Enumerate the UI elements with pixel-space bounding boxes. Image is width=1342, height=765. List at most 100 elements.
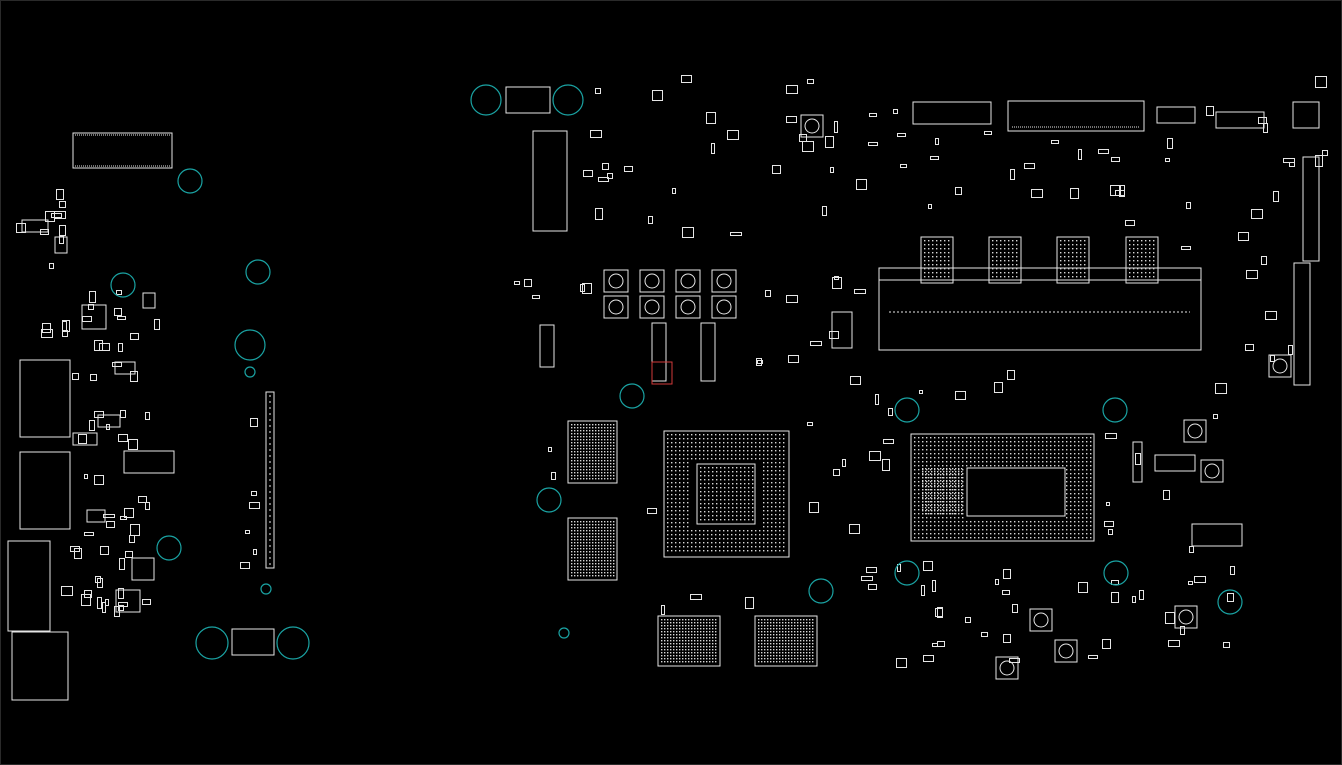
smd-component[interactable] <box>995 579 999 585</box>
smd-component[interactable] <box>72 373 79 380</box>
smd-component[interactable] <box>928 204 932 209</box>
smd-component[interactable] <box>994 382 1003 393</box>
smd-component[interactable] <box>105 599 109 606</box>
smd-component[interactable] <box>921 585 925 596</box>
smd-component[interactable] <box>245 530 250 534</box>
smd-component[interactable] <box>955 187 962 195</box>
smd-component[interactable] <box>145 412 150 420</box>
smd-component[interactable] <box>690 594 702 600</box>
smd-component[interactable] <box>1189 546 1194 553</box>
smd-component[interactable] <box>875 394 879 405</box>
smd-component[interactable] <box>711 143 715 154</box>
smd-component[interactable] <box>1135 453 1141 465</box>
smd-component[interactable] <box>1168 640 1180 647</box>
smd-component[interactable] <box>142 599 151 605</box>
smd-component[interactable] <box>1132 596 1136 603</box>
smd-component[interactable] <box>786 85 798 94</box>
smd-component[interactable] <box>1181 246 1191 250</box>
smd-component[interactable] <box>130 371 138 382</box>
smd-component[interactable] <box>1230 566 1235 575</box>
usb-port-2[interactable] <box>19 451 71 530</box>
inductor[interactable] <box>1268 354 1292 378</box>
smd-component[interactable] <box>84 474 88 479</box>
smd-component[interactable] <box>932 643 938 647</box>
smd-component[interactable] <box>1263 123 1268 133</box>
smd-component[interactable] <box>106 521 115 528</box>
smd-component[interactable] <box>1078 149 1082 160</box>
smd-component[interactable] <box>100 546 109 555</box>
inductor[interactable] <box>603 295 629 319</box>
smd-component[interactable] <box>923 561 933 571</box>
smd-component[interactable] <box>830 167 834 173</box>
smd-component[interactable] <box>124 508 134 518</box>
vram-chip-3[interactable] <box>657 615 721 667</box>
smd-component[interactable] <box>1283 158 1295 163</box>
smd-component[interactable] <box>834 121 838 133</box>
smd-component[interactable] <box>1002 590 1010 595</box>
smd-component[interactable] <box>866 567 877 573</box>
smd-component[interactable] <box>607 173 613 179</box>
edge-connector[interactable] <box>265 391 275 569</box>
smd-component[interactable] <box>1261 256 1267 265</box>
inductor[interactable] <box>995 656 1019 680</box>
smd-component[interactable] <box>130 333 139 340</box>
inductor[interactable] <box>800 114 824 138</box>
inductor[interactable] <box>1174 605 1198 629</box>
smd-component[interactable] <box>97 597 102 609</box>
smd-component[interactable] <box>1098 149 1109 154</box>
memory-chip-1[interactable] <box>920 236 954 284</box>
smd-component[interactable] <box>250 418 258 427</box>
smd-component[interactable] <box>955 391 966 400</box>
smd-component[interactable] <box>138 496 147 503</box>
smd-component[interactable] <box>856 179 867 190</box>
smd-component[interactable] <box>1111 157 1120 162</box>
smd-component[interactable] <box>745 597 754 609</box>
smd-component[interactable] <box>595 208 603 220</box>
smd-component[interactable] <box>595 88 601 94</box>
smd-component[interactable] <box>1288 345 1293 355</box>
smd-component[interactable] <box>1270 355 1275 362</box>
vram-chip-4[interactable] <box>754 615 818 667</box>
smd-component[interactable] <box>1238 232 1249 241</box>
memory-chip-2[interactable] <box>988 236 1022 284</box>
smd-component[interactable] <box>1024 163 1035 169</box>
smd-component[interactable] <box>128 439 138 450</box>
smd-component[interactable] <box>937 641 945 647</box>
smd-component[interactable] <box>118 588 124 599</box>
smd-component[interactable] <box>1289 162 1295 167</box>
smd-component[interactable] <box>893 109 898 114</box>
cpu-bga[interactable] <box>910 433 1095 542</box>
smd-component[interactable] <box>78 434 87 444</box>
smd-component[interactable] <box>807 79 814 84</box>
smd-component[interactable] <box>772 165 781 174</box>
smd-component[interactable] <box>59 225 66 236</box>
smd-component[interactable] <box>1167 138 1173 149</box>
smd-component[interactable] <box>1246 270 1258 279</box>
inductor[interactable] <box>1200 459 1224 483</box>
smd-component[interactable] <box>514 281 520 285</box>
smd-component[interactable] <box>661 605 665 615</box>
smd-component[interactable] <box>82 316 92 322</box>
smd-component[interactable] <box>1108 529 1113 535</box>
smd-component[interactable] <box>1051 140 1059 144</box>
inductor[interactable] <box>675 269 701 293</box>
smd-component[interactable] <box>1012 604 1018 613</box>
smd-component[interactable] <box>1111 592 1119 603</box>
smd-component[interactable] <box>825 136 834 148</box>
mainboard[interactable] <box>505 75 1328 680</box>
smd-component[interactable] <box>1165 158 1170 162</box>
smd-component[interactable] <box>786 295 798 303</box>
smd-component[interactable] <box>112 362 122 367</box>
smd-component[interactable] <box>807 422 813 426</box>
smd-component[interactable] <box>42 323 51 333</box>
smd-component[interactable] <box>832 277 842 289</box>
smd-component[interactable] <box>1088 655 1098 659</box>
smd-component[interactable] <box>1031 189 1043 198</box>
smd-component[interactable] <box>582 283 592 294</box>
smd-component[interactable] <box>1070 188 1079 199</box>
smd-component[interactable] <box>802 141 814 152</box>
smd-component[interactable] <box>1180 626 1185 635</box>
smd-component[interactable] <box>984 131 992 135</box>
smd-component[interactable] <box>551 472 556 480</box>
smd-component[interactable] <box>788 355 799 363</box>
